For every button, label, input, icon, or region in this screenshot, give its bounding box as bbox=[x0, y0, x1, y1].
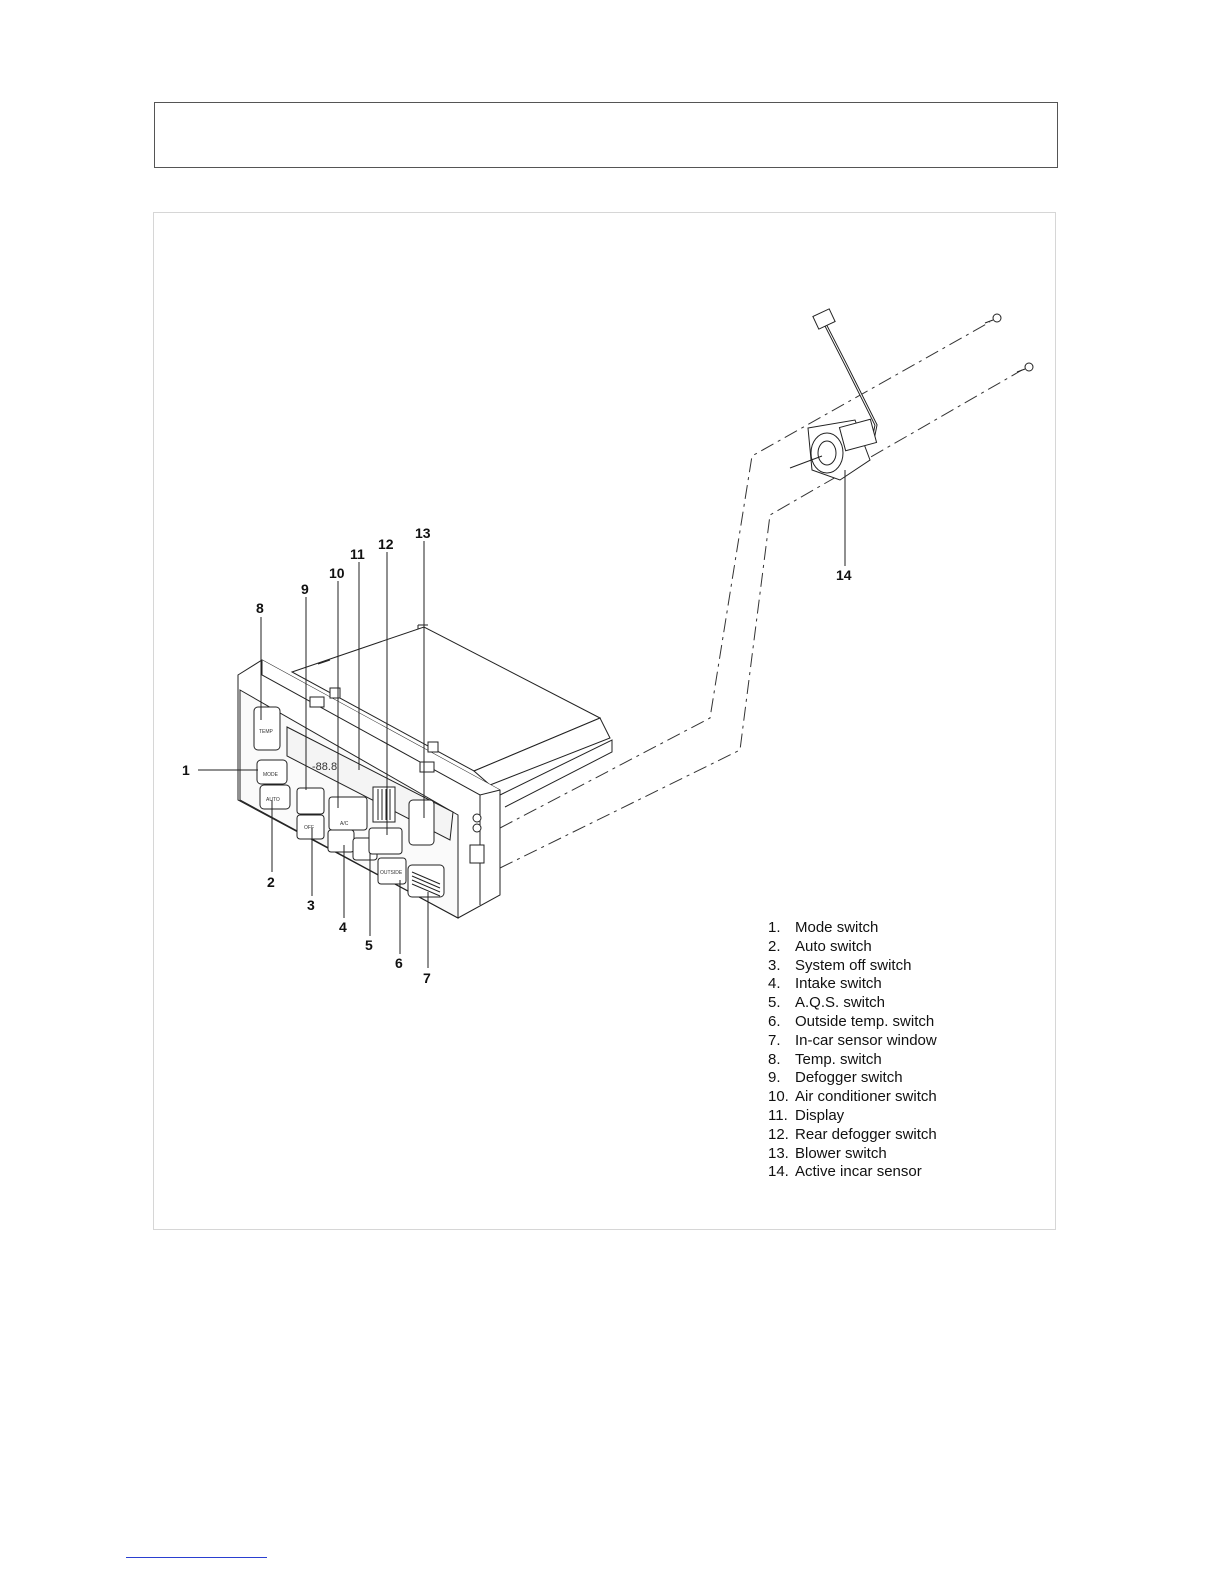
legend-number: 13. bbox=[768, 1144, 789, 1162]
legend-label: In-car sensor window bbox=[795, 1031, 937, 1049]
legend-label: Outside temp. switch bbox=[795, 1012, 935, 1030]
panel-label-ac: A/C bbox=[340, 821, 349, 827]
legend-number: 5. bbox=[768, 994, 781, 1012]
routing-lines bbox=[499, 321, 1023, 869]
callout-9: 9 bbox=[301, 581, 309, 597]
legend-item: 6. Outside temp. switch bbox=[768, 1013, 937, 1032]
legend-label: Mode switch bbox=[795, 919, 879, 936]
legend-label: Temp. switch bbox=[795, 1050, 882, 1068]
callout-11: 11 bbox=[350, 546, 365, 562]
legend-item: 5. A.Q.S. switch bbox=[768, 994, 937, 1013]
legend-item: 1. Mode switch bbox=[768, 919, 937, 938]
panel-label-mode: MODE bbox=[263, 772, 279, 778]
legend-label: Blower switch bbox=[795, 1144, 887, 1162]
callout-10: 10 bbox=[329, 565, 345, 581]
panel-label-off: OFF bbox=[304, 825, 314, 831]
leader-lines bbox=[198, 470, 846, 968]
legend-item: 10. Air conditioner switch bbox=[768, 1088, 937, 1107]
screws bbox=[984, 313, 1034, 373]
legend-label: A.Q.S. switch bbox=[795, 994, 886, 1012]
control-unit-body bbox=[290, 624, 613, 808]
callout-14: 14 bbox=[836, 567, 852, 583]
legend-label: Defogger switch bbox=[795, 1069, 903, 1087]
legend-number: 7. bbox=[768, 1031, 781, 1049]
legend-number: 4. bbox=[768, 975, 781, 993]
legend-number: 14. bbox=[768, 1163, 789, 1181]
legend-item: 8. Temp. switch bbox=[768, 1051, 937, 1070]
legend-number: 12. bbox=[768, 1125, 789, 1143]
parts-legend: 1. Mode switch 2. Auto switch 3. System off… bbox=[768, 919, 937, 1182]
callout-7: 7 bbox=[423, 970, 431, 986]
active-incar-sensor bbox=[789, 308, 878, 481]
legend-number: 11. bbox=[768, 1106, 788, 1124]
panel-label-outside: OUTSIDE bbox=[380, 870, 403, 876]
legend-number: 9. bbox=[768, 1069, 781, 1087]
legend-label: System off switch bbox=[795, 956, 912, 974]
legend-item: 3. System off switch bbox=[768, 957, 937, 976]
legend-number: 1. bbox=[768, 919, 781, 936]
legend-item: 13. Blower switch bbox=[768, 1145, 937, 1164]
callout-13: 13 bbox=[415, 525, 431, 541]
legend-item: 7. In-car sensor window bbox=[768, 1032, 937, 1051]
legend-label: Rear defogger switch bbox=[795, 1125, 937, 1143]
figure-frame bbox=[153, 212, 1056, 1230]
callout-1: 1 bbox=[182, 762, 190, 778]
panel-display-readout: -88.8 bbox=[312, 761, 337, 773]
header-box bbox=[154, 102, 1058, 168]
legend-number: 10. bbox=[768, 1088, 789, 1106]
legend-number: 2. bbox=[768, 937, 781, 955]
legend-item: 12. Rear defogger switch bbox=[768, 1126, 937, 1145]
legend-item: 9. Defogger switch bbox=[768, 1069, 937, 1088]
callout-3: 3 bbox=[307, 897, 315, 913]
legend-label: Intake switch bbox=[795, 975, 882, 993]
callout-8: 8 bbox=[256, 600, 264, 616]
control-panel bbox=[237, 659, 501, 919]
callout-5: 5 bbox=[365, 937, 373, 953]
legend-item: 2. Auto switch bbox=[768, 938, 937, 957]
callout-4: 4 bbox=[339, 919, 347, 935]
callout-6: 6 bbox=[395, 955, 403, 971]
legend-label: Auto switch bbox=[795, 937, 872, 955]
legend-item: 11. Display bbox=[768, 1107, 937, 1126]
legend-number: 3. bbox=[768, 956, 781, 974]
panel-label-temp: TEMP bbox=[259, 729, 274, 735]
legend-label: Air conditioner switch bbox=[795, 1088, 937, 1106]
footer-link[interactable] bbox=[126, 1557, 267, 1558]
callout-2: 2 bbox=[267, 874, 275, 890]
legend-label: Display bbox=[795, 1106, 845, 1124]
legend-item: 14. Active incar sensor bbox=[768, 1163, 937, 1182]
panel-label-auto: AUTO bbox=[266, 797, 280, 803]
legend-number: 8. bbox=[768, 1050, 781, 1068]
legend-number: 6. bbox=[768, 1012, 781, 1030]
callout-12: 12 bbox=[378, 536, 394, 552]
legend-label: Active incar sensor bbox=[795, 1163, 922, 1181]
legend-item: 4. Intake switch bbox=[768, 975, 937, 994]
